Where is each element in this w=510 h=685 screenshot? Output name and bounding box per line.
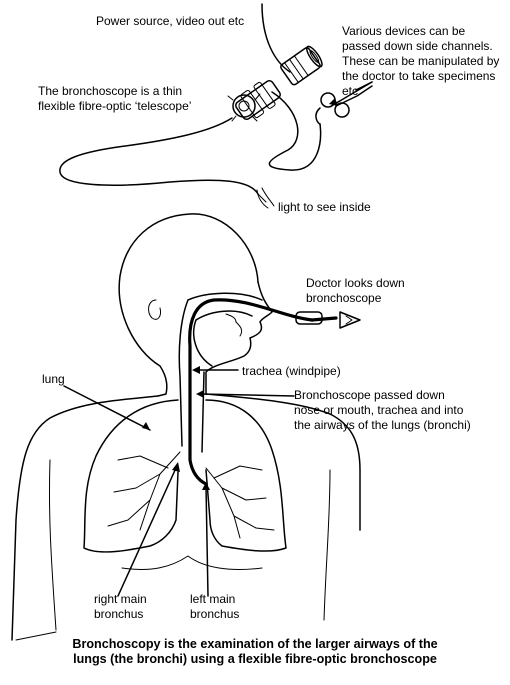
label-doctor: Doctor looks down bronchoscope (306, 276, 405, 306)
tongue-tip (235, 321, 243, 337)
label-devices: Various devices can be passed down side … (342, 24, 499, 99)
label-right-bronchus-line: right main (94, 592, 147, 606)
label-devices-line: passed down side channels. (342, 39, 493, 53)
label-right-bronchus: right main bronchus (94, 592, 147, 622)
nasal-cavity (178, 292, 263, 453)
torso-base (15, 631, 57, 641)
label-devices-line: the doctor to take specimens (342, 69, 496, 83)
arrow-passed (199, 393, 295, 397)
ear (148, 299, 161, 320)
label-light: light to see inside (278, 200, 371, 214)
label-scope-line: The bronchoscope is a thin (38, 84, 183, 98)
label-passed-line: nose or mouth, trachea and into (294, 403, 464, 417)
side-channel-tube (268, 91, 322, 171)
scope-grip (295, 311, 323, 325)
right-shoulder (205, 393, 361, 531)
power-cable (261, 3, 291, 73)
right-lung (205, 399, 287, 552)
label-scope-line: flexible fibre-optic ‘telescope’ (38, 99, 192, 113)
caption-line: lungs (the bronchi) using a flexible fib… (73, 652, 437, 666)
patient-outline (11, 213, 361, 641)
scope-handle (310, 316, 338, 322)
label-devices-line: These can be manipulated by (342, 54, 500, 68)
label-passed-line: Bronchoscope passed down (294, 388, 445, 402)
right-bronchi (205, 465, 275, 539)
scope-path (188, 298, 314, 486)
arrow-lung (63, 385, 151, 431)
label-scope: The bronchoscope is a thin flexible fibr… (38, 84, 191, 114)
scope-tip (257, 193, 267, 203)
arrow-devices (355, 81, 373, 91)
label-trachea: trachea (windpipe) (242, 364, 341, 378)
scope-in-body (188, 298, 361, 486)
label-left-bronchus: left main bronchus (190, 592, 239, 622)
label-power-source: Power source, video out etc (96, 14, 245, 28)
lungs (83, 399, 287, 570)
nasal-roof (187, 292, 263, 301)
label-right-bronchus-line: bronchus (94, 607, 144, 621)
control-knob (227, 93, 261, 122)
label-passed: Bronchoscope passed down nose or mouth, … (294, 388, 471, 433)
head-back (118, 213, 259, 397)
figure-caption: Bronchoscopy is the examination of the l… (0, 637, 510, 667)
insertion-tube (59, 117, 259, 195)
label-devices-line: etc (342, 84, 359, 98)
label-lung: lung (42, 372, 65, 386)
control-head (235, 80, 281, 120)
arrow-right-bronchus (117, 467, 177, 597)
left-shoulder (11, 395, 159, 641)
pharynx-front (192, 319, 213, 367)
diaphragm (121, 555, 263, 570)
light-fibre (261, 187, 275, 207)
left-arm-line (48, 459, 57, 631)
arrowhead-devices (329, 98, 338, 106)
label-doctor-line: Doctor looks down (306, 276, 405, 290)
left-lung (83, 399, 179, 553)
trachea-front (201, 371, 205, 453)
left-bronchi (107, 451, 181, 531)
label-devices-line: Various devices can be (342, 24, 466, 38)
leader-lines (63, 81, 373, 597)
right-arm-line (323, 469, 331, 621)
pharynx-back (178, 299, 189, 447)
palate (195, 310, 253, 321)
label-left-bronchus-line: left main (190, 592, 236, 606)
label-doctor-line: bronchoscope (306, 291, 382, 305)
eyepiece (280, 45, 323, 86)
label-passed-line: the airways of the lungs (bronchi) (294, 418, 471, 432)
arrow-left-bronchus (205, 485, 209, 597)
label-left-bronchus-line: bronchus (190, 607, 240, 621)
doctor-eye-icon (339, 311, 361, 329)
caption-line: Bronchoscopy is the examination of the l… (72, 637, 438, 651)
